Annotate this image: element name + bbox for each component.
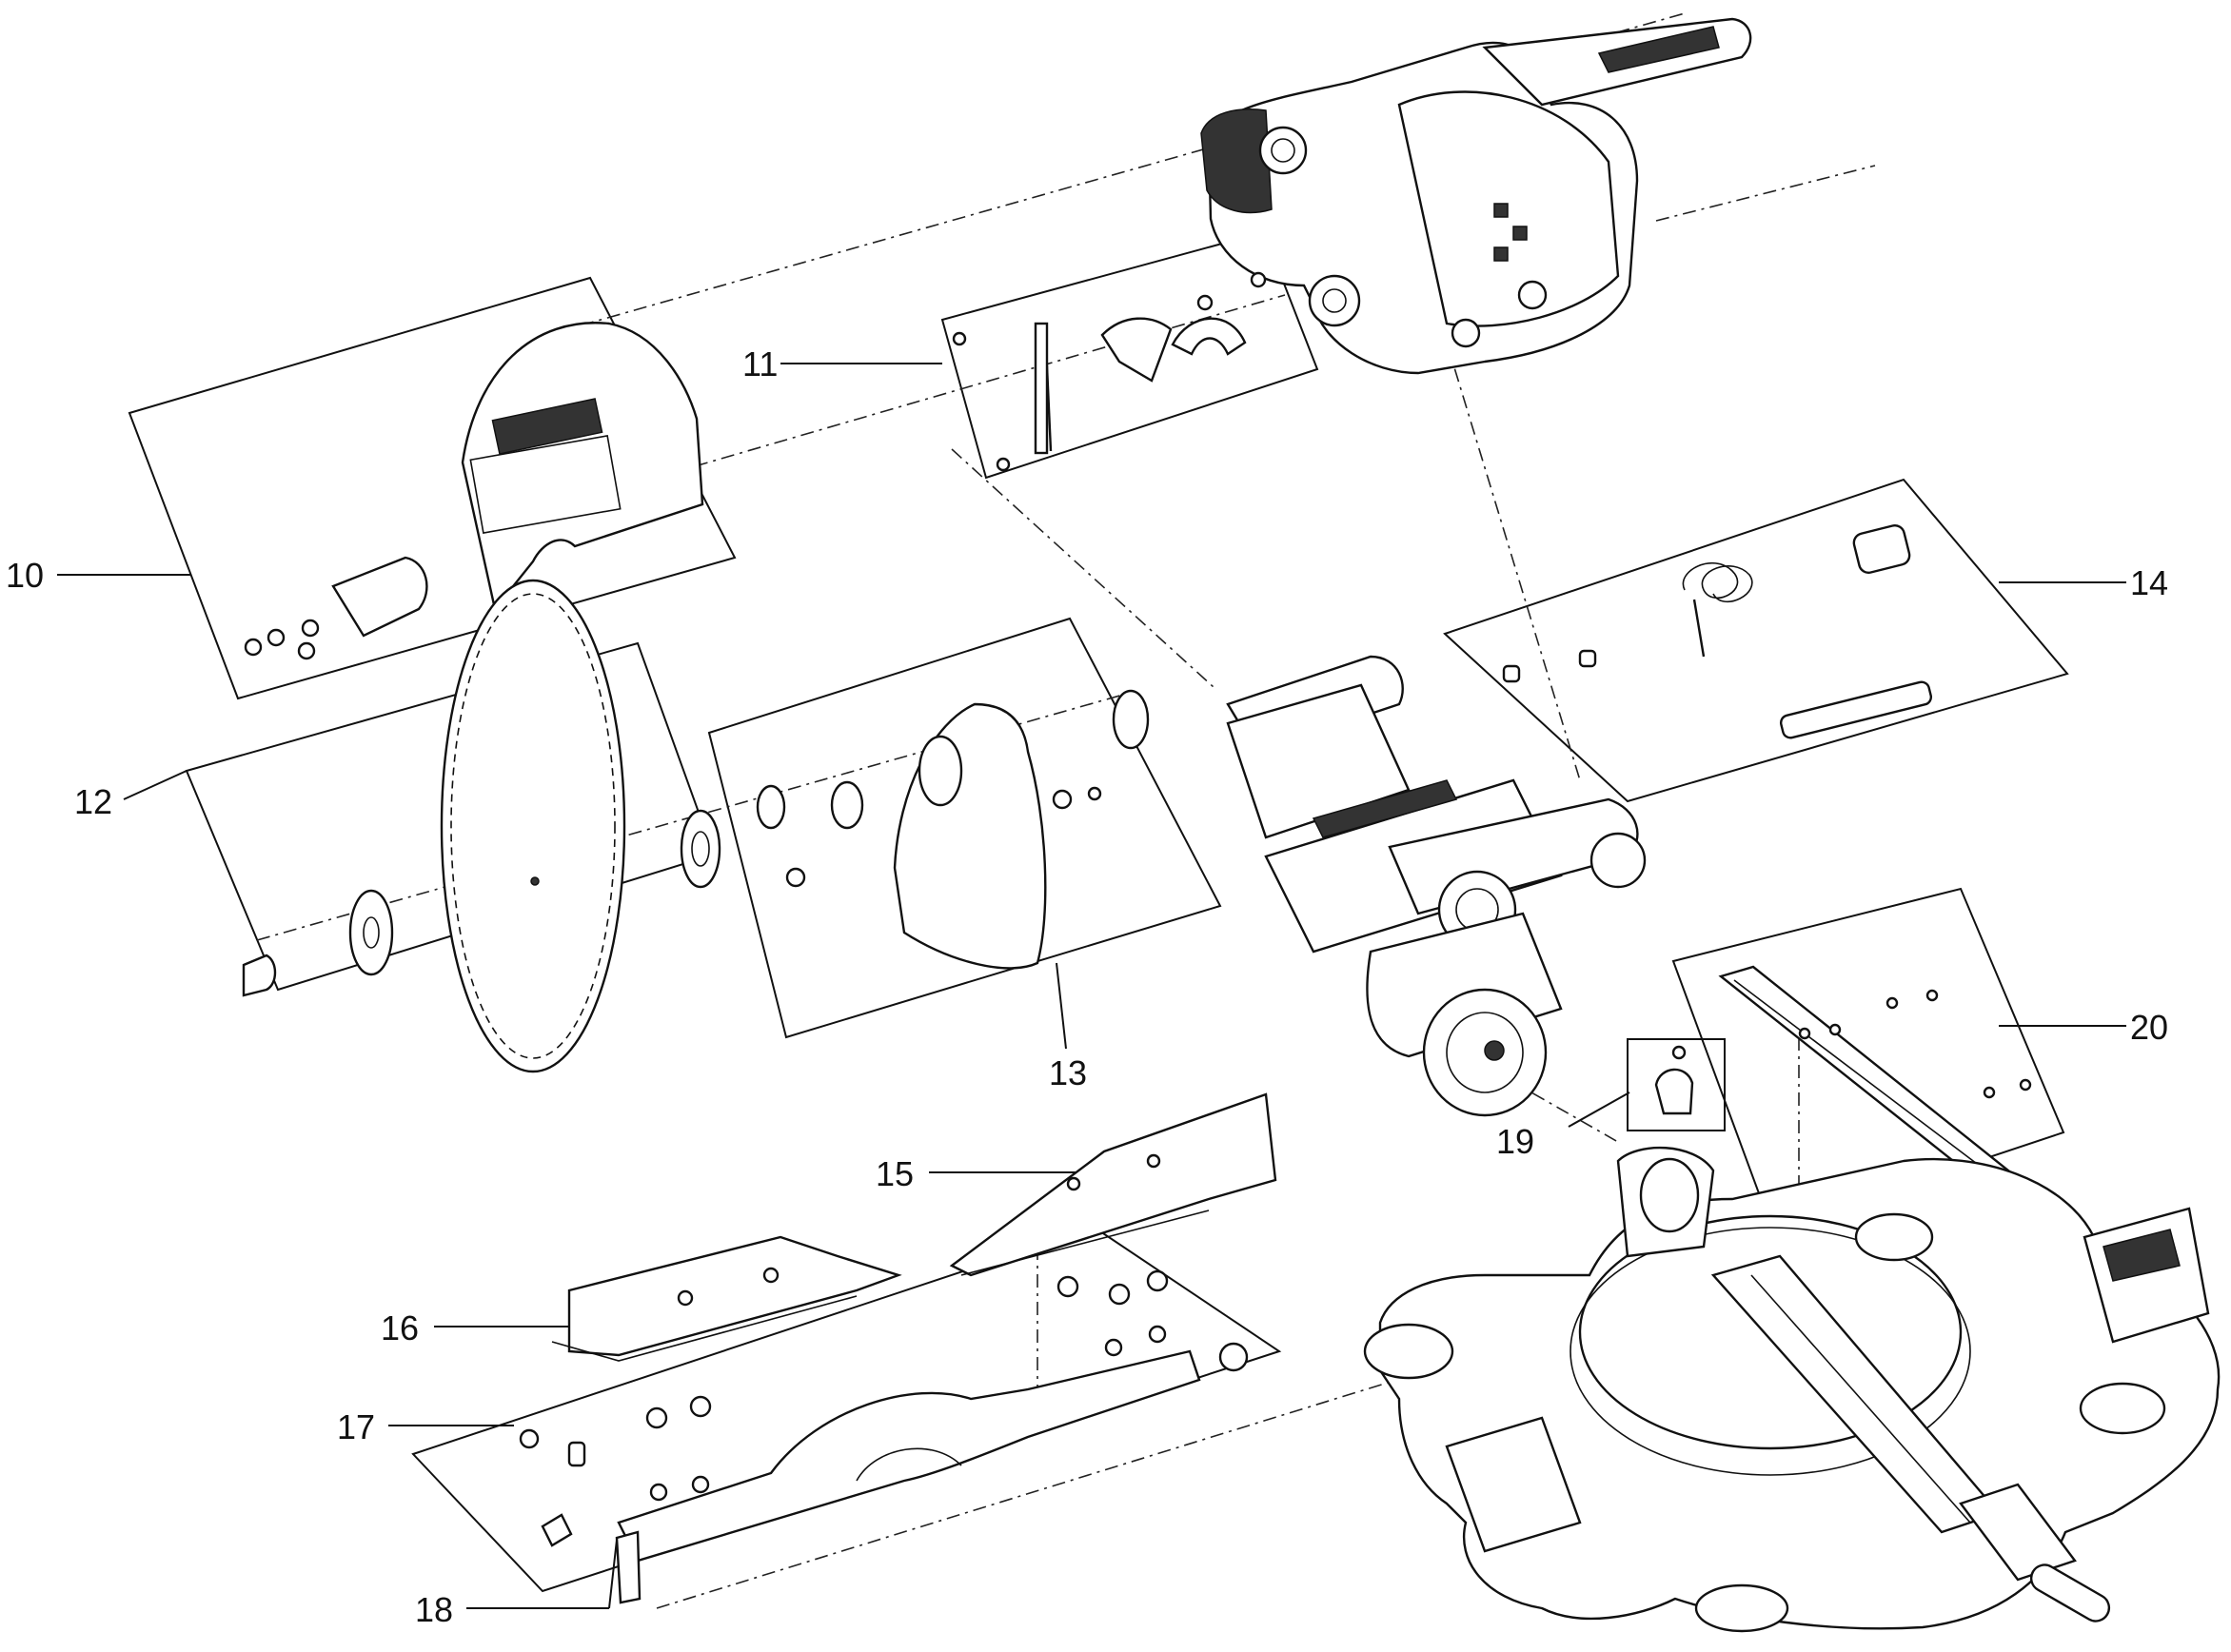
leader-13 <box>1056 962 1067 1050</box>
slide-arm-assembly <box>1226 655 1647 1117</box>
group-box-17 <box>411 1226 1282 1593</box>
group-box-13 <box>707 617 1222 1039</box>
callout-16: 16 <box>381 1308 419 1347</box>
callout-14: 14 <box>2130 563 2168 602</box>
callout-20: 20 <box>2130 1008 2168 1047</box>
group-box-19 <box>1627 1038 1726 1131</box>
leader-19 <box>1568 1092 1630 1128</box>
group-box-20 <box>1671 887 2065 1231</box>
group-box-14 <box>1443 478 2069 803</box>
lower-blade-guard <box>756 689 1150 970</box>
blade-flange-parts <box>242 809 721 997</box>
axis-line-a <box>580 12 1686 326</box>
callout-10: 10 <box>6 556 44 595</box>
callout-18: 18 <box>415 1590 453 1629</box>
motor-head-assembly <box>1200 17 1752 375</box>
group-box-10 <box>128 276 737 700</box>
axis-line-g <box>1484 1065 1619 1143</box>
left-fence <box>551 1235 902 1362</box>
callout-12: 12 <box>74 782 112 821</box>
leader-18b <box>608 1539 618 1609</box>
axis-line-b <box>694 294 1286 467</box>
group-box-11 <box>940 230 1319 480</box>
axis-line-e <box>951 448 1214 688</box>
callout-13: 13 <box>1049 1053 1087 1092</box>
upper-blade-guard <box>244 322 704 660</box>
axis-line-h <box>656 1369 1429 1609</box>
callout-19: 19 <box>1496 1122 1534 1161</box>
saw-base-assembly <box>1363 1146 2221 1633</box>
guard-link-parts <box>952 271 1267 472</box>
saw-blade <box>440 579 626 1073</box>
axis-line-c <box>1655 165 1876 222</box>
bevel-lock-part <box>1654 1045 1694 1115</box>
callout-15: 15 <box>876 1154 914 1193</box>
callout-11: 11 <box>742 344 778 384</box>
axis-line-f <box>1446 342 1581 781</box>
callout-17: 17 <box>337 1407 375 1446</box>
spring-pin-parts <box>1502 524 1933 739</box>
extension-table <box>519 1269 1249 1604</box>
right-fence <box>949 1092 1277 1277</box>
leader-12 <box>123 770 188 800</box>
